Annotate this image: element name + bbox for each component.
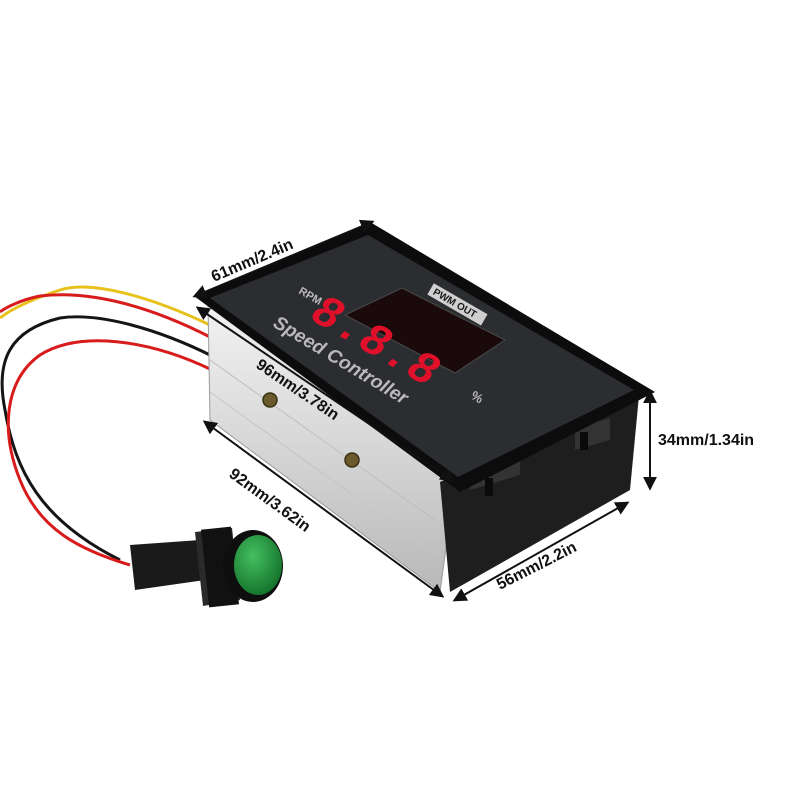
dimension-annotations [192,219,657,602]
push-button [130,526,283,608]
wire-black [0,315,213,562]
side-length-arrow [202,420,445,598]
wire-red-loop [6,339,213,567]
dim-height: 34mm/1.34in [658,432,754,449]
depth-arrow [452,501,630,602]
screw-2 [344,452,360,468]
screw-1 [262,392,278,408]
wire-yellow [0,285,213,328]
front-width-arrow [192,219,375,299]
wire-red-top [0,293,213,340]
green-button-cap [234,535,282,595]
wires [0,285,213,567]
